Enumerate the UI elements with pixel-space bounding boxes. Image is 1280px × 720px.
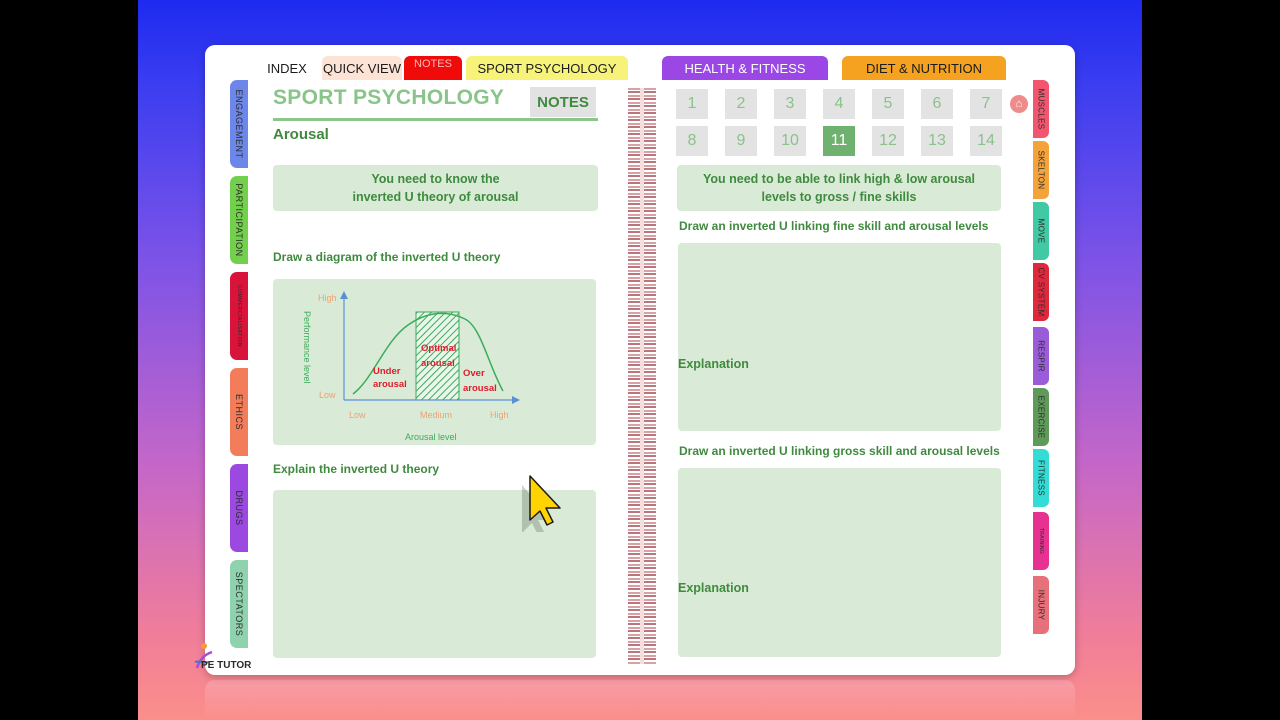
side-tab-training[interactable]: TRAINING (1033, 512, 1049, 570)
page-number-button[interactable]: 2 (725, 89, 757, 119)
side-tab-label: PARTICIPATION (234, 183, 244, 257)
page-number-button[interactable]: 7 (970, 89, 1002, 119)
side-tab-muscles[interactable]: MUSCLES (1033, 80, 1049, 138)
pe-tutor-logo (194, 643, 213, 669)
page-number-button[interactable]: 12 (872, 126, 904, 156)
under-arousal-label: Under (373, 366, 401, 377)
side-tab-label: COMMERCIALISATION (236, 284, 242, 348)
optimal-arousal-label: Optimal (421, 343, 456, 354)
diagram-box: High Low Performance level Low Medium Hi… (273, 279, 596, 445)
over-arousal-label: arousal (463, 383, 497, 394)
callout-line: You need to be able to link high & low a… (702, 172, 975, 186)
mouse-pointer-icon (522, 475, 561, 532)
tab-diet-nutrition[interactable]: DIET & NUTRITION (842, 56, 1006, 80)
side-tab-participation[interactable]: PARTICIPATION (230, 176, 248, 264)
x-low-label: Low (349, 410, 366, 420)
side-tab-commercialisation[interactable]: COMMERCIALISATION (230, 272, 248, 360)
title-divider (273, 118, 598, 121)
tab-health-fitness[interactable]: HEALTH & FITNESS (662, 56, 828, 80)
over-arousal-label: Over (463, 368, 485, 379)
side-tab-label: DRUGS (234, 490, 244, 526)
y-axis-arrow (340, 291, 348, 299)
callout-line: You need to know the (371, 172, 500, 186)
side-tab-engagement[interactable]: ENGAGEMENT (230, 80, 248, 168)
page-number-button[interactable]: 13 (921, 126, 953, 156)
explain-answer-box[interactable] (273, 490, 596, 658)
page-number-button[interactable]: 9 (725, 126, 757, 156)
page-reflection (205, 680, 1075, 720)
inverted-u-diagram: High Low Performance level Low Medium Hi… (302, 291, 520, 442)
y-high-label: High (318, 293, 337, 303)
side-tab-label: TRAINING (1038, 527, 1044, 555)
callout-know-theory: You need to know the inverted U theory o… (273, 165, 598, 211)
side-tab-label: INJURY (1036, 589, 1046, 621)
tab-quick-view[interactable]: QUICK VIEW (322, 56, 402, 80)
page-number-button[interactable]: 14 (970, 126, 1002, 156)
side-tab-label: SPECTATORS (234, 571, 244, 637)
tab-sport-psychology[interactable]: SPORT PSYCHOLOGY (466, 56, 628, 80)
side-tab-cv-system[interactable]: CV SYSTEM (1033, 263, 1049, 321)
explanation-label: Explanation (678, 581, 749, 595)
page-number-button[interactable]: 10 (774, 126, 806, 156)
side-tab-spectators[interactable]: SPECTATORS (230, 560, 248, 648)
spiral-spine (640, 88, 644, 664)
under-arousal-label: arousal (373, 379, 407, 390)
side-tab-exercise[interactable]: EXERCISE (1033, 388, 1049, 446)
home-icon[interactable]: ⌂ (1010, 95, 1028, 113)
page-number-button[interactable]: 3 (774, 89, 806, 119)
page-number-button[interactable]: 4 (823, 89, 855, 119)
explain-prompt: Explain the inverted U theory (273, 462, 440, 476)
optimal-arousal-label: arousal (421, 358, 455, 369)
side-tab-ethics[interactable]: ETHICS (230, 368, 248, 456)
page-title: SPORT PSYCHOLOGY (273, 86, 505, 109)
notes-badge: NOTES (530, 87, 596, 117)
side-tab-move[interactable]: MOVE (1033, 202, 1049, 260)
inverted-u-curve (352, 312, 504, 395)
page-number-button[interactable]: 5 (872, 89, 904, 119)
y-axis-title: Performance level (302, 311, 312, 384)
page-number-button[interactable]: 1 (676, 89, 708, 119)
page-number-button-active[interactable]: 11 (823, 126, 855, 156)
section-subtitle: Arousal (273, 126, 329, 143)
x-medium-label: Medium (420, 410, 452, 420)
side-tab-respir[interactable]: RESPIR (1033, 327, 1049, 385)
side-tab-fitness[interactable]: FITNESS (1033, 449, 1049, 507)
side-tab-drugs[interactable]: DRUGS (230, 464, 248, 552)
draw-prompt: Draw a diagram of the inverted U theory (273, 250, 501, 264)
side-tab-label: FITNESS (1036, 460, 1046, 496)
side-tab-label: ETHICS (234, 393, 244, 431)
x-axis-title: Arousal level (405, 432, 457, 442)
side-tab-label: RESPIR (1036, 340, 1046, 372)
side-tab-label: CV SYSTEM (1036, 267, 1046, 317)
gross-skill-answer-box[interactable] (678, 468, 1001, 657)
fine-skill-answer-box[interactable] (678, 243, 1001, 431)
optimal-zone (415, 311, 460, 401)
fine-skill-prompt: Draw an inverted U linking fine skill an… (679, 219, 989, 233)
side-tab-label: EXERCISE (1036, 395, 1046, 439)
page-number-button[interactable]: 8 (676, 126, 708, 156)
side-tab-label: SKELTON (1036, 150, 1046, 190)
side-tab-label: ENGAGEMENT (234, 89, 244, 159)
side-tab-injury[interactable]: INJURY (1033, 576, 1049, 634)
page-number-button[interactable]: 6 (921, 89, 953, 119)
tab-index[interactable]: INDEX (262, 56, 312, 80)
y-low-label: Low (319, 390, 336, 400)
x-axis-arrow (512, 396, 520, 404)
callout-link-arousal: You need to be able to link high & low a… (677, 165, 1001, 211)
explanation-label: Explanation (678, 357, 749, 371)
gross-skill-prompt: Draw an inverted U linking gross skill a… (679, 444, 1000, 458)
tab-notes[interactable]: NOTES (404, 56, 462, 80)
callout-line: inverted U theory of arousal (352, 190, 519, 204)
x-high-label: High (490, 410, 509, 420)
logo-text: PE TUTOR (201, 660, 252, 671)
side-tab-label: MOVE (1036, 218, 1046, 244)
side-tab-label: MUSCLES (1036, 88, 1046, 130)
callout-line: levels to gross / fine skills (761, 190, 917, 204)
side-tab-skelton[interactable]: SKELTON (1033, 141, 1049, 199)
